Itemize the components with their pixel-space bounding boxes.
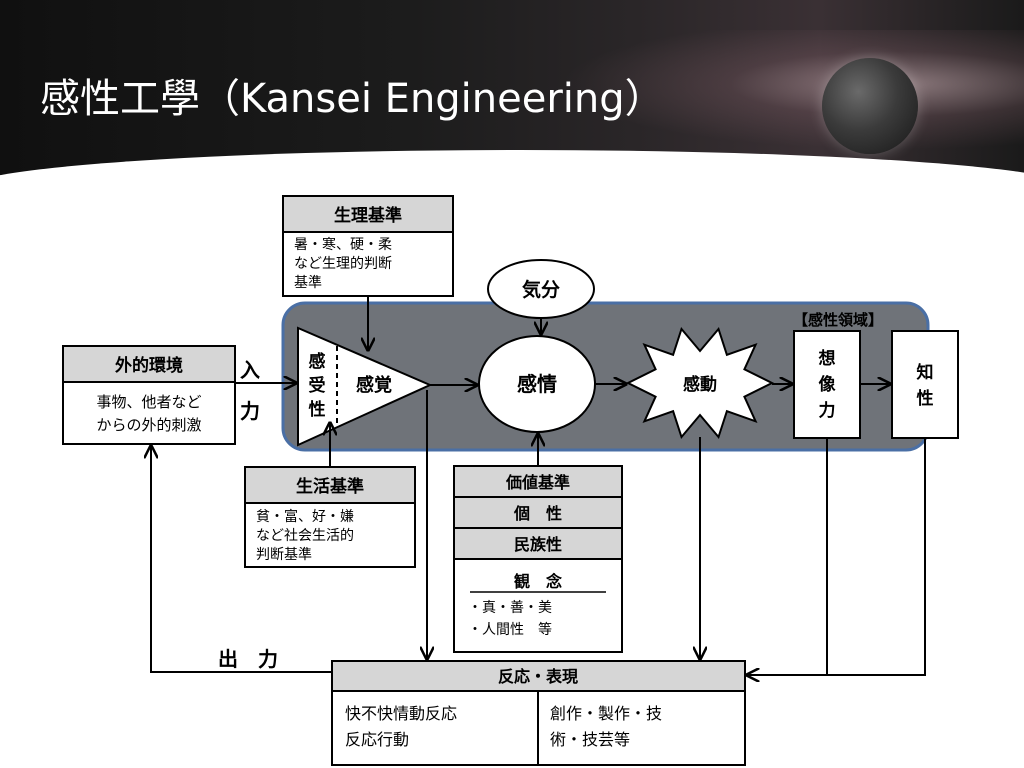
kankaku-label: 感覚: [356, 374, 392, 396]
flow-arrows: [151, 296, 926, 675]
seikatsu-kijun-line-2: など社会生活的: [256, 528, 354, 544]
hannou-hyougen-box: 反応・表現 快不快情動反応 反応行動 創作・製作・技 術・技芸等: [331, 660, 746, 766]
kandou-label: 感動: [683, 374, 717, 395]
seiri-kijun-box: 生理基準 暑・寒、硬・柔 など生理的判断 基準: [282, 195, 454, 297]
kannen-header: 観 念: [514, 572, 563, 591]
slide-title: 感性工學（Kansei Engineering）: [40, 76, 665, 122]
gaiteki-kankyou-line-2: からの外的刺激: [96, 416, 201, 434]
souzouryoku-char-2: 像: [819, 375, 837, 395]
seikatsu-kijun-box: 生活基準 貧・富、好・嫌 など社会生活的 判断基準: [244, 466, 416, 568]
kannen-line-2: ・人間性 等: [468, 621, 552, 638]
banner-flare: [560, 30, 1024, 150]
seiri-kijun-line-2: など生理的判断: [294, 256, 392, 272]
kosei-label: 個 性: [513, 504, 562, 523]
kanjusei-char-2: 受: [309, 375, 326, 396]
seiri-kijun-line-1: 暑・寒、硬・柔: [294, 236, 392, 253]
minzokusei-label: 民族性: [514, 535, 562, 554]
hannou-right-line-1: 創作・製作・技: [550, 704, 662, 723]
gaiteki-kankyou-header: 外的環境: [115, 355, 183, 376]
kibun-label: 気分: [522, 278, 560, 301]
souzouryoku-char-3: 力: [819, 400, 836, 421]
input-label-bottom: 力: [240, 399, 260, 423]
kankaku-triangle: [297, 326, 433, 447]
seiri-kijun-header: 生理基準: [334, 205, 402, 226]
arrow-hannou-to-gaiteki: [151, 446, 332, 673]
gaiteki-kankyou-line-1: 事物、他者など: [96, 393, 201, 411]
kanjusei-char-1: 感: [309, 351, 326, 372]
seikatsu-kijun-line-3: 判断基準: [256, 546, 312, 563]
hannou-hyougen-header: 反応・表現: [498, 667, 578, 686]
region-label: 【感性領域】: [793, 311, 883, 329]
chisei-box: [891, 330, 959, 439]
planet-image: [822, 58, 918, 154]
output-label: 出 力: [218, 647, 278, 671]
seikatsu-kijun-line-1: 貧・富、好・嫌: [256, 508, 354, 525]
souzouryoku-char-1: 想: [819, 348, 836, 369]
hannou-left-line-2: 反応行動: [345, 730, 409, 749]
hannou-left-line-1: 快不快情動反応: [345, 704, 457, 723]
banner-swoosh: [0, 150, 1024, 200]
kandou-starburst: [625, 326, 775, 440]
title-banner: [0, 0, 1024, 200]
kachi-kijun-header: 価値基準: [505, 473, 570, 492]
chisei-char-1: 知: [916, 362, 934, 383]
seiri-kijun-line-3: 基準: [294, 274, 322, 291]
hannou-right-line-2: 術・技芸等: [550, 730, 630, 749]
chisei-char-2: 性: [917, 388, 934, 409]
gaiteki-kankyou-box: 外的環境 事物、他者など からの外的刺激: [62, 345, 236, 445]
kannen-line-1: ・真・善・美: [468, 600, 552, 616]
input-label-top: 入: [240, 358, 260, 382]
kachi-kijun-stack: 価値基準 個 性 民族性 観 念 ・真・善・美 ・人間性 等: [453, 465, 623, 653]
kanjusei-char-3: 性: [309, 399, 326, 420]
kanjou-label: 感情: [517, 372, 557, 396]
seikatsu-kijun-header: 生活基準: [296, 476, 364, 497]
